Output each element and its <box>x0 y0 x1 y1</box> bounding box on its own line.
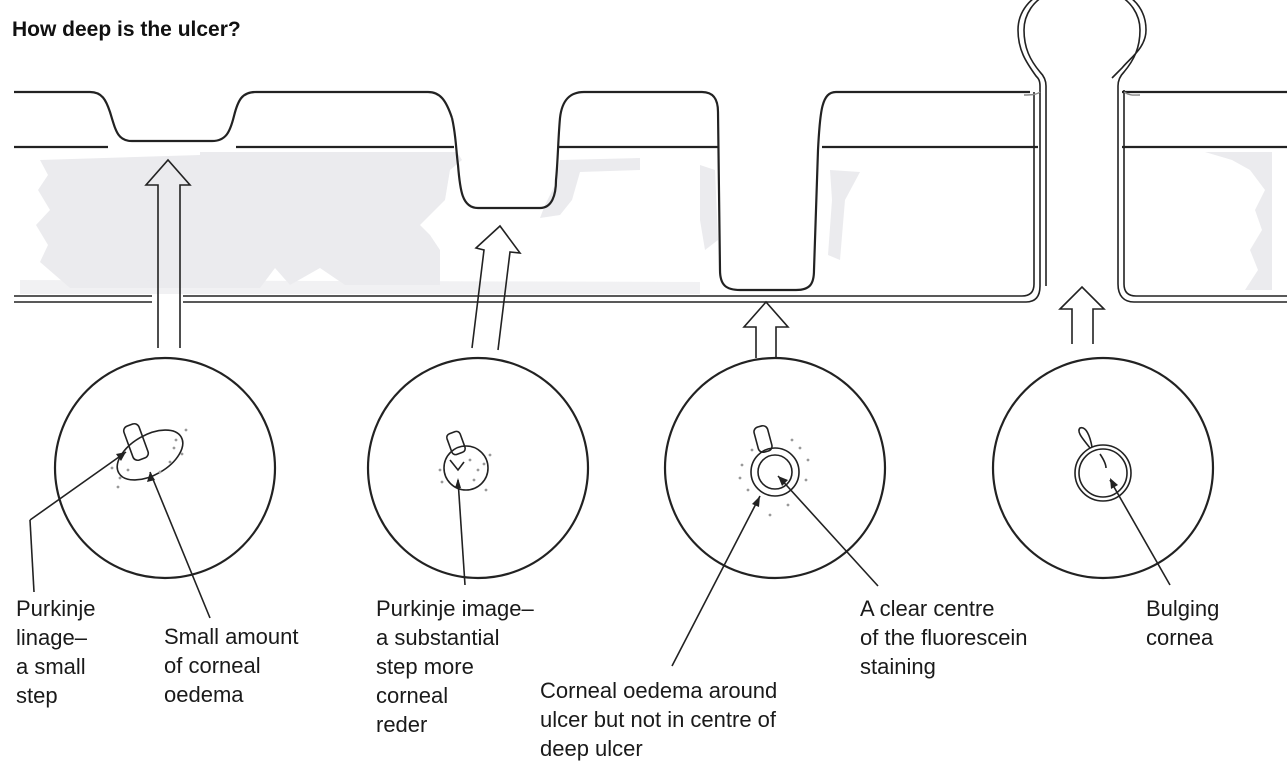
oedema-dots <box>438 453 492 492</box>
eye-view-bulging <box>991 356 1215 586</box>
label-oedema-around-ulcer: Corneal oedema around ulcer but not in c… <box>540 678 778 761</box>
label-small-oedema: Small amount of corneal oedema <box>164 624 299 707</box>
pointer-small-oedema <box>149 471 211 619</box>
eye-view-shallow <box>29 356 277 619</box>
label-clear-centre: A clear centre of the fluorescein staini… <box>860 596 1028 679</box>
arrow-moderate <box>471 224 522 351</box>
arrow-shallow <box>144 158 192 348</box>
pointer-bulging <box>1109 479 1171 586</box>
oedema-dots <box>110 428 188 489</box>
diagram-title: How deep is the ulcer? <box>12 18 241 41</box>
epithelium-surface <box>14 90 1287 292</box>
label-purkinje-small-step: Purkinje linage– a small step <box>16 596 96 708</box>
stroma-oedema-shading <box>16 152 1272 294</box>
oedema-dots <box>738 438 810 517</box>
pointer-purkinje-substantial <box>457 479 466 586</box>
pointer-oedema-around <box>671 495 761 667</box>
label-bulging-cornea: Bulging cornea <box>1146 596 1220 650</box>
pointer-purkinje-small <box>29 451 127 521</box>
eye-view-deep <box>663 356 887 667</box>
arrow-deep <box>742 300 790 358</box>
arrow-bulging <box>1058 285 1106 344</box>
eye-view-moderate <box>366 356 590 586</box>
pointer-clear-centre <box>777 475 879 587</box>
label-purkinje-substantial-step: Purkinje image– a substantial step more … <box>376 596 534 737</box>
descemets-membrane <box>14 0 1287 303</box>
